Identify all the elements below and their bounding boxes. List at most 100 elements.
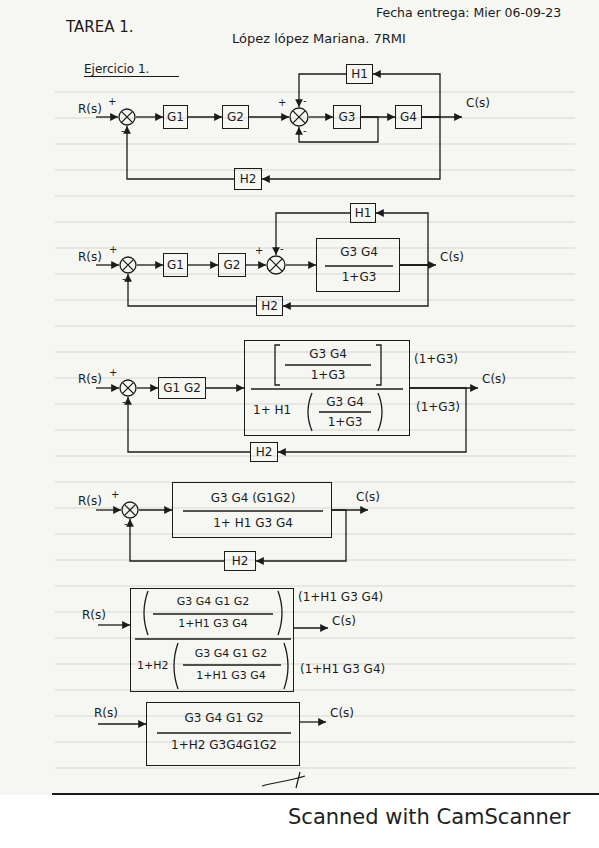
junction-cross: [121, 111, 132, 122]
sign: -: [303, 124, 307, 138]
junction-circle: [122, 502, 138, 518]
signal-line: [246, 264, 266, 265]
fraction-bar: [153, 613, 273, 614]
signal-line: [136, 116, 163, 117]
parenthesis: [174, 643, 178, 689]
multiplier-note: (1+G3): [414, 352, 458, 366]
transfer-block: G3 G4 (G1G2) 1+ H1 G3 G4: [172, 482, 332, 538]
fraction-text: G3 G4 (G1G2): [211, 491, 296, 505]
fraction-text: 1+H1 G3 G4: [178, 617, 248, 631]
parenthesis: [308, 393, 312, 431]
summing-junction: +-: [266, 255, 286, 275]
block-text: H2: [240, 172, 257, 186]
block-text: G3: [339, 110, 356, 124]
signal-line: [137, 264, 163, 265]
output-signal: C(s): [482, 372, 506, 386]
sign: +: [278, 96, 286, 110]
input-wire: [96, 116, 118, 117]
signal-line: [262, 117, 440, 179]
input-signal: R(s): [78, 372, 102, 386]
output-wire: [294, 627, 328, 628]
multiplier-note: (1+H1 G3 G4): [298, 590, 383, 604]
feedback-block: H2: [234, 168, 262, 190]
signal-line: [127, 126, 234, 179]
parenthesis: [144, 591, 148, 635]
block-text: H1: [355, 206, 372, 220]
junction-cross: [122, 259, 133, 270]
node-outline: [118, 108, 136, 126]
summing-junction: +-: [119, 256, 137, 274]
signal-line: [299, 117, 378, 142]
sign: -: [303, 94, 307, 108]
feedback-block: H2: [224, 551, 256, 571]
fraction-text: G3 G4 G1 G2: [195, 647, 268, 661]
summing-junction: +--: [289, 107, 309, 127]
fraction-text: 1+H2 G3G4G1G2: [171, 738, 277, 752]
input-wire: [96, 264, 119, 265]
transfer-block: G3 G41+G3: [316, 238, 400, 292]
input-signal: R(s): [94, 706, 118, 720]
signal-line: [249, 116, 289, 117]
sign: +: [108, 95, 116, 109]
signal-line: [128, 397, 250, 452]
input-wire: [96, 387, 119, 388]
junction-cross: [270, 259, 283, 272]
signal-line: [139, 509, 172, 510]
signal-line: [130, 519, 224, 561]
transfer-block: G1: [163, 105, 188, 129]
signal-line: [299, 74, 346, 107]
junction-circle: [120, 257, 136, 273]
block-text: H2: [232, 554, 249, 568]
fraction-bar: [157, 732, 291, 733]
pen-mark: [262, 772, 305, 788]
block-text: G2: [227, 110, 244, 124]
signal-line: [278, 388, 466, 452]
junction-cross: [124, 504, 135, 515]
signal-line: [128, 274, 256, 306]
node-outline: [289, 107, 309, 127]
signal-line: [376, 213, 428, 265]
input-wire: [98, 723, 146, 724]
transfer-block: G1: [163, 253, 188, 277]
signal-line: [286, 264, 316, 265]
junction-circle: [120, 380, 136, 396]
signal-line: [283, 265, 428, 306]
fraction-bar: [319, 411, 371, 412]
student-name: López lópez Mariana. 7RMI: [232, 32, 406, 46]
input-signal: R(s): [78, 494, 102, 508]
summing-junction: +-: [121, 501, 139, 519]
sign: +: [109, 366, 117, 380]
block-text: H1: [351, 67, 368, 81]
page-edge: [52, 793, 599, 795]
multiplier-note: (1+H1 G3 G4): [300, 662, 385, 676]
transfer-block: G3: [333, 105, 361, 129]
input-signal: R(s): [78, 102, 102, 116]
node-outline: [121, 501, 139, 519]
transfer-block: G2: [222, 105, 249, 129]
output-signal: C(s): [332, 614, 356, 628]
fraction-text: 1+ H1 G3 G4: [213, 516, 293, 530]
input-wire: [96, 509, 121, 510]
junction-cross: [122, 382, 133, 393]
sign: -: [122, 395, 126, 409]
feedback-block: H1: [350, 203, 376, 223]
sign: +: [255, 244, 263, 258]
fraction-bar: [251, 388, 403, 389]
bracket: [275, 345, 280, 385]
exercise-heading: Ejercicio 1.: [84, 62, 179, 77]
junction-circle: [267, 256, 285, 274]
node-outline: [266, 255, 286, 275]
junction-circle: [290, 108, 308, 126]
junction-circle: [119, 109, 135, 125]
block-text: G1: [167, 258, 184, 272]
sign: +: [111, 488, 119, 502]
fraction-bar: [325, 265, 393, 266]
ruled-lines: [55, 92, 575, 768]
parenthesis: [378, 393, 382, 431]
output-signal: C(s): [330, 706, 354, 720]
output-signal: C(s): [466, 96, 490, 110]
page-title: TAREA 1.: [66, 20, 134, 34]
signal-line: [188, 116, 222, 117]
fraction-bar: [135, 638, 291, 639]
